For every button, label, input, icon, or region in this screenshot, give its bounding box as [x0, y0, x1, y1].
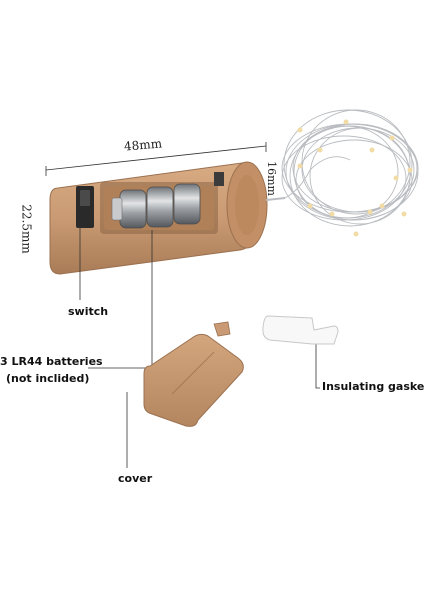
cover-label: cover — [118, 472, 153, 485]
switch-slider — [76, 186, 94, 228]
height-dimension-label: 22.5mm — [19, 204, 34, 254]
diameter-dimension-label: 16mm — [264, 161, 278, 196]
batteries-label-line1: 3 LR44 batteries — [0, 355, 103, 368]
battery-cover — [143, 321, 244, 427]
batteries-label-line2: (not inclided) — [6, 372, 90, 385]
switch-label: switch — [68, 305, 109, 318]
length-dimension-line — [45, 142, 267, 176]
batteries — [111, 183, 201, 229]
led-lights — [297, 119, 413, 237]
gasket-label: Insulating gasket — [322, 380, 424, 393]
insulating-gasket — [262, 315, 339, 345]
contact-tab — [214, 172, 224, 186]
led-wire-coil — [281, 109, 419, 227]
